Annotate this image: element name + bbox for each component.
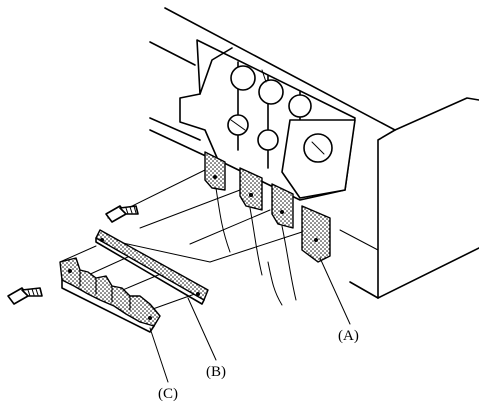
label-b: (B) bbox=[206, 364, 226, 380]
screw-upper bbox=[105, 205, 139, 223]
label-a: (A) bbox=[338, 328, 359, 344]
terminal-lugs bbox=[204, 151, 331, 306]
terminal-block bbox=[179, 39, 356, 201]
insulating-plate-b bbox=[95, 229, 209, 305]
leader-lines bbox=[149, 257, 351, 383]
screw-lower bbox=[7, 287, 43, 305]
chassis bbox=[149, 7, 479, 299]
label-c: (C) bbox=[158, 386, 178, 402]
cover-plate-c bbox=[59, 257, 161, 333]
